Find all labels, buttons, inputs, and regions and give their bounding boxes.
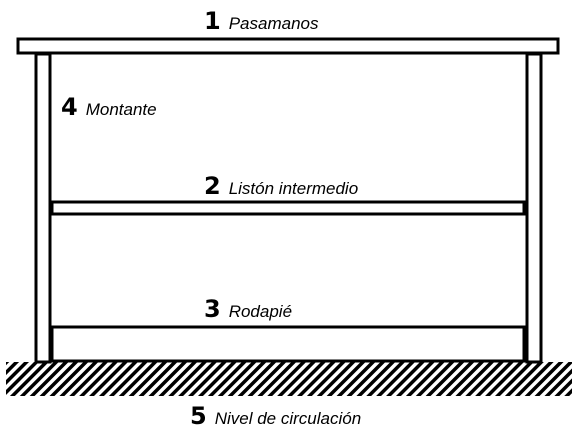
- label-number: 1: [204, 7, 221, 35]
- label-text: Nivel de circulación: [214, 409, 362, 428]
- toe-board: [50, 325, 526, 363]
- label-circulation-level: 5 Nivel de circulación: [190, 404, 361, 428]
- label-text: Rodapié: [228, 302, 293, 321]
- label-text: Montante: [85, 100, 157, 119]
- label-post: 4 Montante: [61, 95, 157, 119]
- label-number: 3: [204, 295, 221, 323]
- label-handrail: 1 Pasamanos: [204, 9, 318, 33]
- label-number: 4: [61, 93, 78, 121]
- floor-hatch: [6, 362, 572, 396]
- label-number: 5: [190, 402, 207, 430]
- handrail: [16, 37, 560, 55]
- label-intermediate-rail: 2 Listón intermedio: [204, 174, 358, 198]
- label-text: Pasamanos: [228, 14, 319, 33]
- label-number: 2: [204, 172, 221, 200]
- label-text: Listón intermedio: [228, 179, 359, 198]
- right-post: [525, 52, 543, 364]
- intermediate-rail: [50, 200, 526, 216]
- label-toe-board: 3 Rodapié: [204, 297, 292, 321]
- left-post: [34, 52, 52, 364]
